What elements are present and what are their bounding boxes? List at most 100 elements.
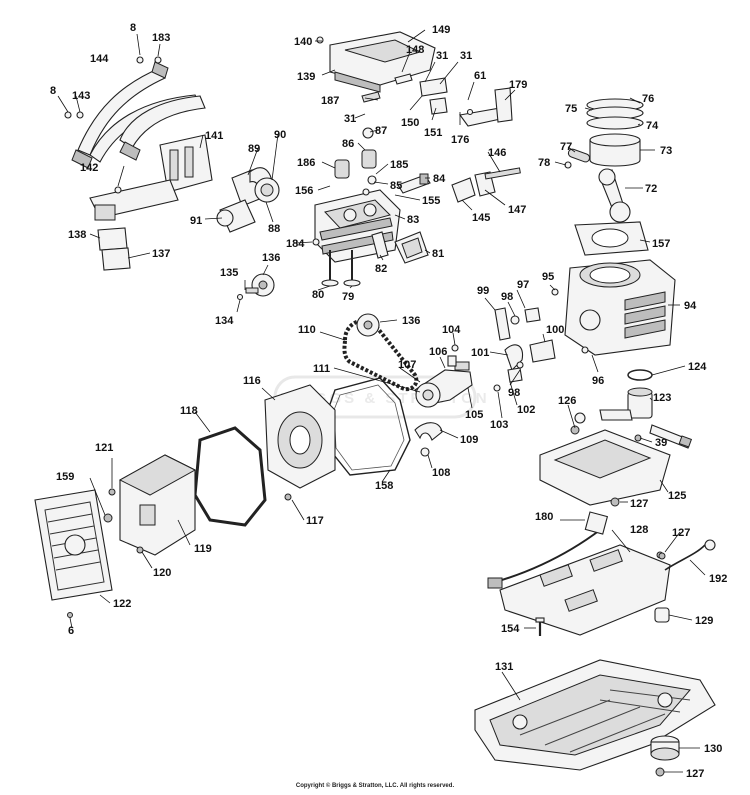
callout-31: 31	[344, 113, 356, 125]
callout-86: 86	[342, 138, 354, 150]
callout-136: 136	[402, 315, 420, 327]
callout-120: 120	[153, 567, 171, 579]
part-timing-chain	[342, 313, 419, 392]
part-crank-counterweight	[414, 422, 443, 457]
callout-126: 126	[558, 395, 576, 407]
callout-98: 98	[501, 291, 513, 303]
part-valves	[321, 250, 361, 287]
callout-150: 150	[401, 117, 419, 129]
callout-94: 94	[684, 300, 697, 312]
callout-127: 127	[686, 768, 704, 780]
callout-80: 80	[312, 289, 324, 301]
callout-72: 72	[645, 183, 657, 195]
callout-131: 131	[495, 661, 513, 673]
callout-127: 127	[630, 498, 648, 510]
callout-8: 8	[50, 85, 56, 97]
callout-97: 97	[517, 279, 529, 291]
part-gaskets-small	[361, 73, 448, 115]
callout-139: 139	[297, 71, 315, 83]
part-rocker-arms	[451, 167, 521, 203]
callout-183: 183	[152, 32, 170, 44]
callout-154: 154	[501, 623, 520, 635]
callout-89: 89	[248, 143, 260, 155]
part-screw	[535, 617, 545, 636]
callout-74: 74	[646, 120, 659, 132]
callout-134: 134	[215, 315, 234, 327]
callout-108: 108	[432, 467, 450, 479]
part-governor	[493, 307, 556, 392]
callout-138: 138	[68, 229, 86, 241]
callout-77: 77	[560, 141, 572, 153]
part-top-cover	[329, 31, 436, 93]
callout-121: 121	[95, 442, 113, 454]
callout-184: 184	[286, 238, 305, 250]
part-ground-wire	[664, 539, 716, 571]
part-front-grille	[34, 489, 113, 618]
callout-135: 135	[220, 267, 238, 279]
callout-84: 84	[433, 173, 446, 185]
callout-143: 143	[72, 90, 90, 102]
part-intake-gasket	[371, 231, 429, 264]
callout-124: 124	[688, 361, 707, 373]
callout-99: 99	[477, 285, 489, 297]
callout-142: 142	[80, 162, 98, 174]
callout-187: 187	[321, 95, 339, 107]
part-muffler-box	[108, 454, 197, 556]
callout-146: 146	[488, 147, 506, 159]
leader-lines	[57, 29, 706, 773]
callout-130: 130	[704, 743, 722, 755]
callout-109: 109	[460, 434, 478, 446]
callout-90: 90	[274, 129, 286, 141]
part-nuts	[570, 425, 666, 777]
part-small-bracket	[97, 227, 131, 271]
callout-129: 129	[695, 615, 713, 627]
callout-91: 91	[190, 215, 202, 227]
part-crankcase-cover	[264, 384, 336, 501]
callout-75: 75	[565, 103, 577, 115]
callout-140: 140	[294, 36, 312, 48]
callout-176: 176	[451, 134, 469, 146]
callout-118: 118	[180, 405, 198, 417]
part-rubber-mount	[654, 607, 670, 623]
part-connecting-rod	[598, 168, 631, 223]
callout-147: 147	[508, 204, 526, 216]
callout-149: 149	[432, 24, 450, 36]
callout-157: 157	[652, 238, 670, 250]
callout-111: 111	[313, 363, 330, 375]
callout-81: 81	[432, 248, 444, 260]
callout-8: 8	[130, 22, 136, 34]
callout-116: 116	[243, 375, 261, 387]
callout-100: 100	[546, 324, 564, 336]
callout-87: 87	[375, 125, 387, 137]
part-valve-springs	[334, 127, 377, 196]
callout-103: 103	[490, 419, 508, 431]
callout-128: 128	[630, 524, 648, 536]
part-bottom-cover	[474, 659, 716, 771]
part-handle	[71, 61, 206, 169]
callout-156: 156	[295, 185, 313, 197]
part-piston	[564, 133, 641, 169]
callout-125: 125	[668, 490, 686, 502]
callout-145: 145	[472, 212, 490, 224]
callout-148: 148	[406, 44, 424, 56]
part-crankcase	[564, 259, 676, 356]
callout-102: 102	[517, 404, 535, 416]
callout-78: 78	[538, 157, 550, 169]
callout-119: 119	[194, 543, 212, 555]
callout-95: 95	[542, 271, 554, 283]
part-spark-plug	[397, 173, 431, 194]
callout-85: 85	[390, 180, 402, 192]
part-cover-gasket	[193, 426, 267, 527]
callout-155: 155	[422, 195, 440, 207]
part-intake-pipe	[216, 167, 280, 233]
callout-159: 159	[56, 471, 74, 483]
part-base-plate	[499, 544, 671, 636]
part-wire-harness	[487, 511, 609, 589]
callout-76: 76	[642, 93, 654, 105]
callout-180: 180	[535, 511, 553, 523]
callout-186: 186	[297, 157, 315, 169]
callout-96: 96	[592, 375, 604, 387]
callout-141: 141	[205, 130, 223, 142]
callout-105: 105	[465, 409, 483, 421]
part-rubber-foot	[650, 735, 680, 761]
